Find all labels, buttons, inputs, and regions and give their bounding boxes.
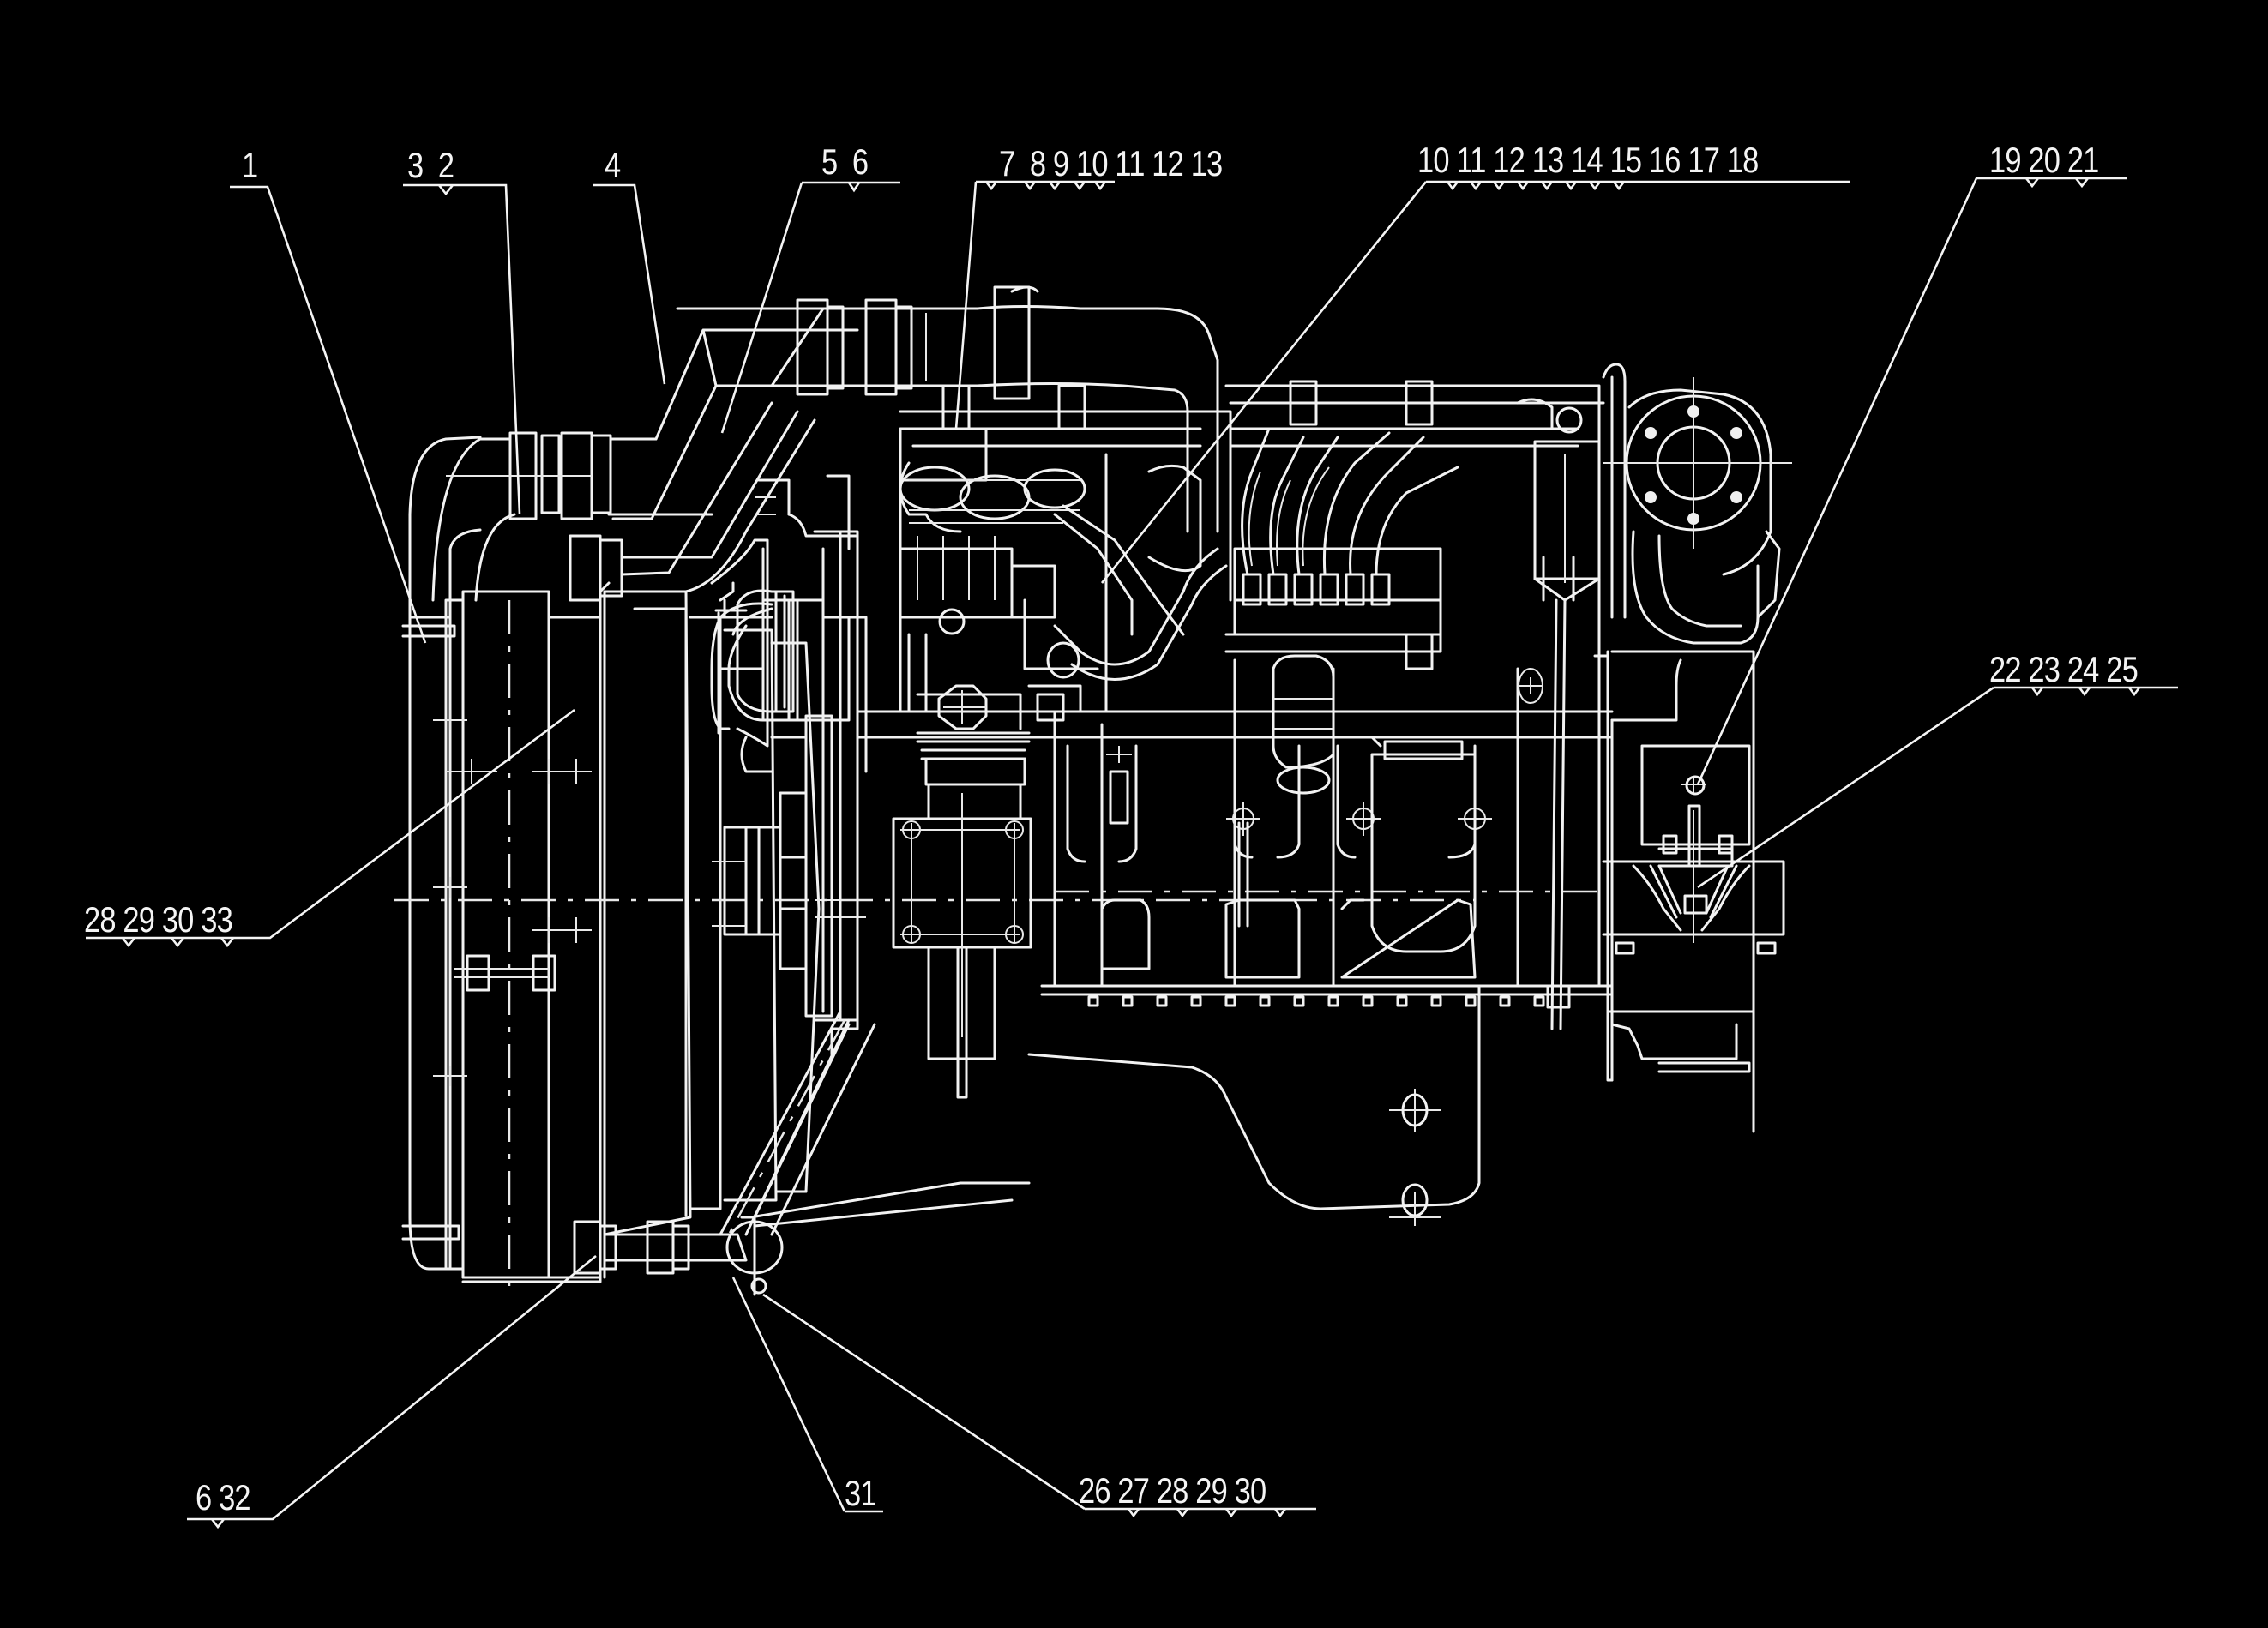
callout-label-4: 4	[605, 145, 621, 185]
injection-pump-gears	[899, 427, 1185, 713]
upper-hose	[431, 307, 876, 602]
intake-pipe	[676, 285, 1219, 533]
fuel-injection-pump	[1053, 427, 1459, 681]
engine-support-arm	[719, 1010, 1031, 1296]
engine-block	[856, 380, 1614, 1007]
callout-label-10-18: 10 11 12 13 14 15 16 17 18	[1417, 140, 1759, 180]
fan-shroud	[394, 581, 1475, 1279]
leader-lines	[86, 177, 2178, 1529]
timing-cover	[813, 530, 859, 1056]
callout-label-5-6: 5 6	[821, 141, 869, 182]
dipstick-tube	[1542, 556, 1575, 1030]
callout-label-22-25: 22 23 24 25	[1989, 649, 2139, 689]
callout-label-1: 1	[242, 145, 258, 185]
fuel-filter-tank	[1516, 398, 1601, 602]
callout-label-7-13: 7 8 9 10 11 12 13	[999, 143, 1223, 183]
callout-label-6-32: 6 32	[196, 1477, 251, 1517]
turbocharger	[1602, 363, 1792, 645]
callout-label-26-30: 26 27 28 29 30	[1079, 1470, 1266, 1511]
callout-label-31: 31	[845, 1473, 876, 1513]
callout-label-28-33: 28 29 30 33	[84, 899, 233, 940]
callout-label-3-2: 3 2	[407, 145, 454, 185]
callout-label-19-21: 19 20 21	[1989, 140, 2099, 180]
oil-pan	[1027, 984, 1481, 1226]
crankshaft-pulley	[712, 714, 833, 1018]
flywheel-housing	[1593, 650, 1785, 1133]
air-compressor	[892, 684, 1082, 1099]
